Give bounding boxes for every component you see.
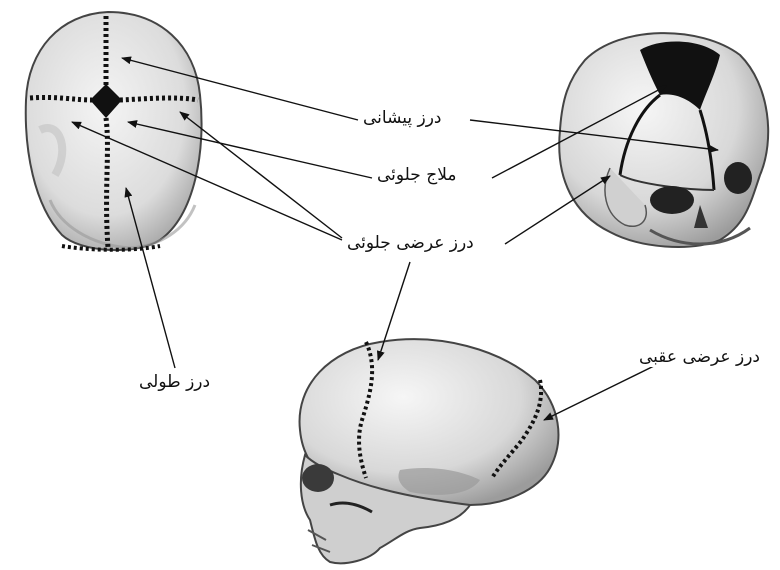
arrow-coronal-to-top-right xyxy=(180,112,342,238)
label-sagittal-suture: درز طولی xyxy=(136,372,213,392)
label-lambdoid-suture: درز عرضی عقبی xyxy=(636,347,763,367)
arrow-lambdoid-to-side xyxy=(544,364,658,420)
eye-socket-left-oblique xyxy=(650,186,694,214)
skull-side-view xyxy=(300,339,559,563)
skull-oblique-view xyxy=(559,33,768,247)
eye-socket-right-oblique xyxy=(724,162,752,194)
orbit-side xyxy=(302,464,334,492)
label-anterior-fontanelle: ملاج جلوئی xyxy=(374,165,459,185)
label-frontal-suture: درز پیشانی xyxy=(360,108,445,128)
label-coronal-suture: درز عرضی جلوئی xyxy=(344,233,477,253)
skull-top-view xyxy=(26,12,202,250)
